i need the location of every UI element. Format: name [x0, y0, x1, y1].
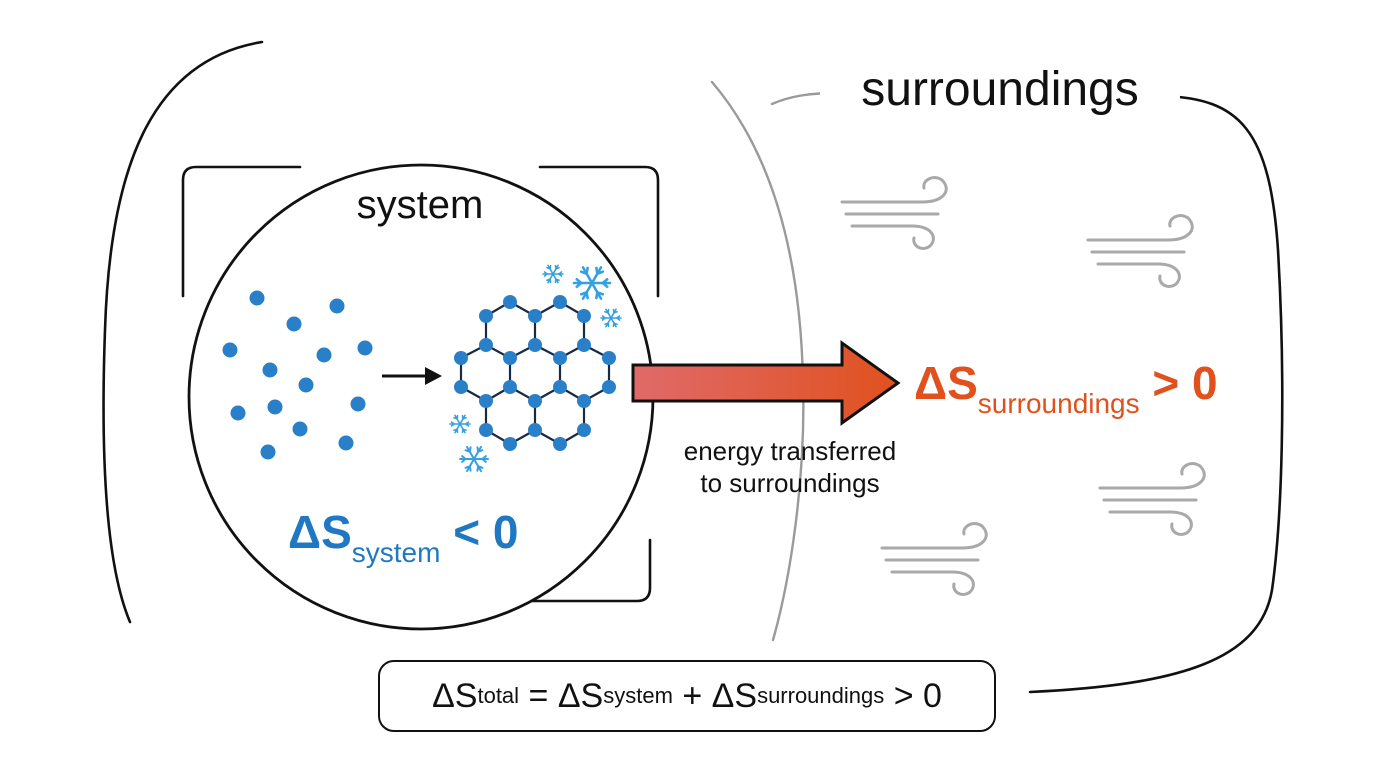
surroundings-title: surroundings: [820, 62, 1180, 117]
particle-dot: [286, 316, 302, 332]
lattice-atom: [553, 295, 567, 309]
wind-icons: [840, 176, 1206, 596]
system-bracket-top-left: [181, 165, 302, 298]
snowflake-icon: [459, 445, 489, 473]
lattice-atom: [503, 380, 517, 394]
particle-dot: [329, 298, 345, 314]
snowflake-icon: [542, 264, 564, 284]
disordered-particles: [222, 290, 373, 460]
system-bracket-top-right: [538, 165, 660, 298]
lattice-atom: [577, 423, 591, 437]
lattice-atom: [577, 394, 591, 408]
lattice-atom: [602, 351, 616, 365]
snowflake-icon: [600, 308, 622, 328]
system-entropy-prefix: ΔS: [288, 506, 352, 558]
lattice-atom: [528, 338, 542, 352]
energy-transfer-line2: to surroundings: [700, 468, 880, 498]
particle-dot: [350, 396, 366, 412]
particle-dot: [260, 444, 276, 460]
snowflake-icons: [449, 264, 622, 473]
surroundings-entropy-prefix: ΔS: [914, 357, 978, 409]
surroundings-boundary-right: [1028, 94, 1284, 694]
energy-transfer-arrow: [631, 340, 901, 426]
wind-icon: [1098, 462, 1206, 536]
lattice-atom: [528, 309, 542, 323]
surroundings-entropy-relation: > 0: [1152, 357, 1218, 409]
lattice-atom: [577, 338, 591, 352]
particle-dot: [230, 405, 246, 421]
system-entropy-subscript: system: [351, 537, 441, 568]
eq-op1: =: [528, 676, 549, 715]
lattice-atom: [528, 394, 542, 408]
particle-dot: [338, 435, 354, 451]
particle-dot: [298, 377, 314, 393]
lattice-atom: [602, 380, 616, 394]
particle-dot: [316, 347, 332, 363]
lattice-atom: [553, 380, 567, 394]
eq-relation: > 0: [893, 676, 942, 715]
eq-sub1: total: [477, 683, 520, 708]
ordered-crystal-lattice: [454, 295, 616, 451]
particle-dot: [357, 340, 373, 356]
freezing-arrow-head: [425, 367, 442, 385]
eq-term2: ΔS: [557, 676, 604, 715]
surroundings-boundary-left: [102, 40, 264, 624]
lattice-atom: [577, 309, 591, 323]
eq-sub2: system: [603, 683, 673, 708]
wind-icon: [1086, 214, 1194, 288]
lattice-atom: [503, 351, 517, 365]
particle-dot: [267, 399, 283, 415]
energy-transfer-line1: energy transferred: [683, 436, 897, 466]
particle-dot: [262, 362, 278, 378]
eq-term1: ΔS: [432, 676, 478, 715]
eq-term3: ΔS: [711, 676, 758, 715]
particle-dot: [292, 421, 308, 437]
lattice-atom: [454, 380, 468, 394]
lattice-atom: [479, 309, 493, 323]
lattice-atom: [553, 437, 567, 451]
lattice-atom: [503, 295, 517, 309]
lattice-atom: [553, 351, 567, 365]
snowflake-icon: [449, 414, 471, 434]
lattice-atom: [479, 423, 493, 437]
system-entropy-label: ΔSsystem < 0: [288, 505, 518, 569]
lattice-atom: [479, 394, 493, 408]
particle-dot: [222, 342, 238, 358]
lattice-atom: [503, 437, 517, 451]
surroundings-entropy-subscript: surroundings: [977, 388, 1140, 419]
snowflake-icon: [572, 266, 612, 300]
system-bracket-bottom-right: [531, 538, 652, 603]
surroundings-entropy-label: ΔSsurroundings > 0: [914, 356, 1218, 420]
wind-icon: [880, 522, 988, 596]
system-title: system: [356, 183, 484, 227]
eq-sub3: surroundings: [757, 683, 885, 708]
wind-icon: [840, 176, 948, 250]
lattice-atom: [479, 338, 493, 352]
lattice-atom: [454, 351, 468, 365]
boundary-divider: [710, 80, 805, 642]
eq-op2: +: [682, 676, 703, 715]
energy-transfer-label: energy transferred to surroundings: [640, 435, 940, 499]
lattice-atom: [528, 423, 542, 437]
system-entropy-relation: < 0: [453, 506, 519, 558]
particle-dot: [249, 290, 265, 306]
